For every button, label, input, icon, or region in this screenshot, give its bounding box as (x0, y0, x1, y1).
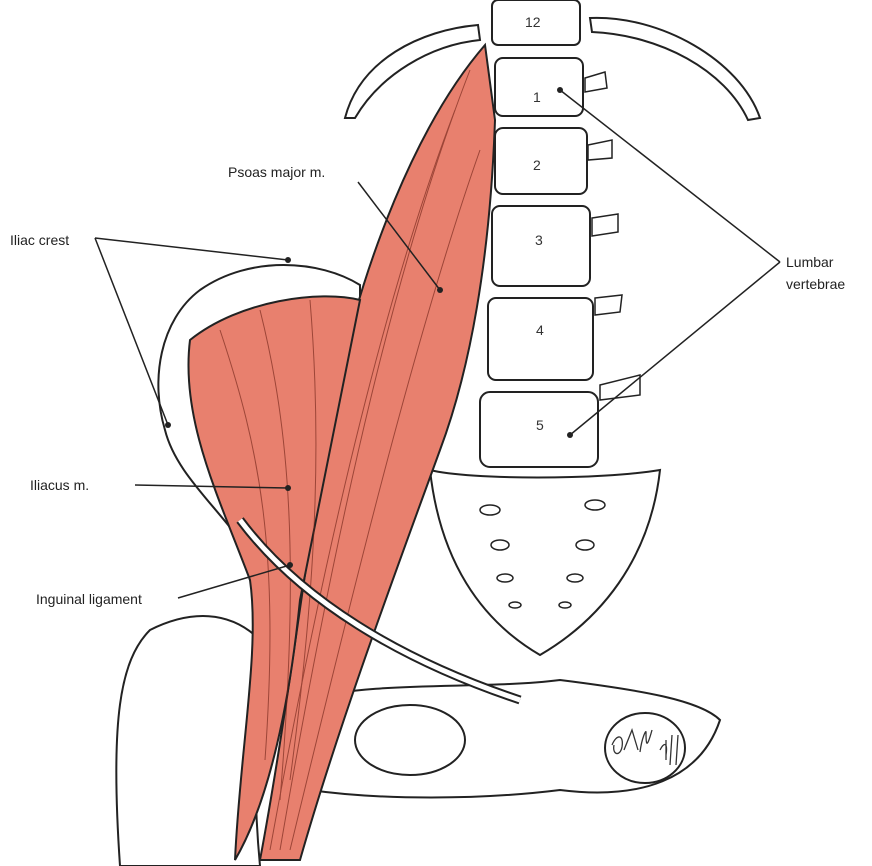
label-lumbar: Lumbar (786, 254, 834, 270)
label-vertebrae: vertebrae (786, 276, 846, 292)
lumbar-spine (479, 0, 599, 468)
rib-left (343, 23, 482, 119)
vertebra-label-t12: 12 (525, 14, 541, 30)
vertebra-label-l3: 3 (535, 232, 543, 248)
obturator-foramen (354, 704, 466, 776)
label-psoas-major: Psoas major m. (228, 164, 326, 180)
iliacus-muscle (187, 295, 362, 861)
leader-lines (94, 89, 781, 599)
signature (611, 728, 679, 766)
vertebra-label-l2: 2 (533, 157, 541, 173)
psoas-major-muscle (258, 42, 497, 861)
sacrum (428, 468, 662, 657)
label-inguinal-ligament: Inguinal ligament (36, 591, 142, 607)
rib-right (588, 16, 762, 122)
vertebra-label-l1: 1 (533, 89, 541, 105)
label-iliac-crest: Iliac crest (10, 232, 70, 248)
obturator-foramen-right (604, 712, 686, 784)
vertebra-label-l5: 5 (536, 417, 544, 433)
label-iliacus: Iliacus m. (30, 477, 90, 493)
vertebra-label-l4: 4 (536, 322, 544, 338)
